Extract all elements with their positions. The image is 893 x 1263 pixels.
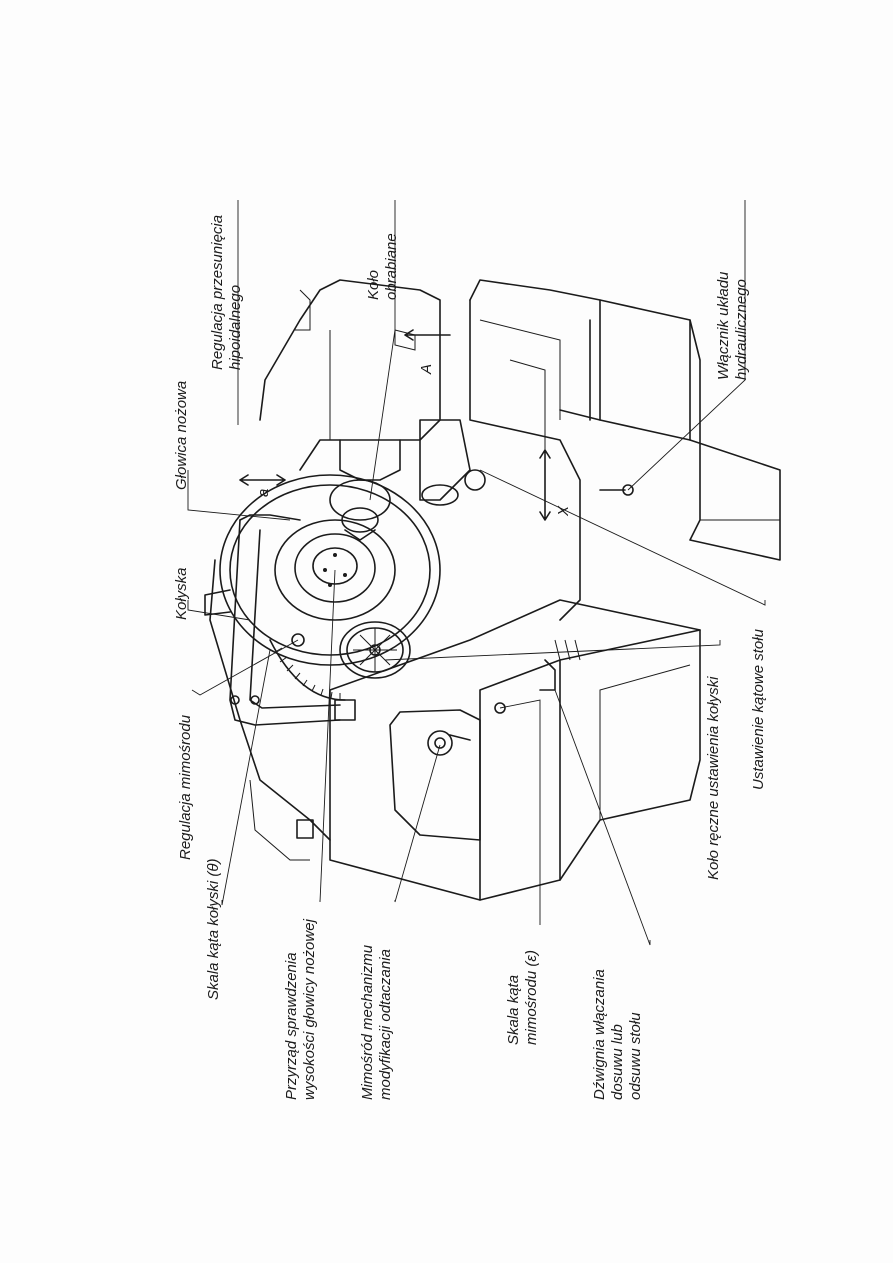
machine-base [329, 599, 701, 901]
base-top-edge [559, 629, 701, 661]
eccentric-dial [427, 730, 453, 756]
cutter-head-inner [294, 533, 376, 603]
label-line-3: odsuwu stołu [627, 1012, 644, 1100]
column-edge [589, 299, 601, 421]
pipe-fitting-1 [230, 695, 240, 705]
gear-cone [344, 529, 376, 541]
spindle-flange [329, 479, 391, 521]
label-line-2: dosuwu lub [609, 1024, 626, 1100]
label-line-1: Koło [365, 270, 382, 300]
label-mimosrod-mechanizmu: Mimośród mechanizmu modyfikacji odtaczan… [359, 944, 394, 1100]
base-side-panel [599, 664, 691, 820]
handwheel-spokes [353, 628, 397, 672]
bolt-2 [323, 568, 327, 572]
label-line-1: Dźwignia włączania [591, 969, 608, 1100]
label-skala-kata-kolyski: Skala kąta kołyski (θ) [205, 858, 222, 1000]
label-przyrzad: Przyrząd sprawdzenia wysokości głowicy n… [283, 918, 318, 1100]
label-line-1: Regulacja przesunięcia [209, 215, 226, 370]
eccentric-knob [291, 633, 305, 647]
workhead-housing [259, 279, 441, 471]
valve-block [334, 699, 356, 721]
cutter-head-outer [274, 519, 396, 621]
small-box [296, 819, 314, 839]
dial-center [434, 737, 446, 749]
label-line-2: hydraulicznego [733, 279, 750, 380]
feed-lever [539, 659, 556, 691]
cutter-head-hub [312, 547, 358, 585]
label-line-2: hipoidalnego [227, 285, 244, 370]
label-kolo-reczne: Koło ręczne ustawienia kołyski [705, 676, 722, 880]
label-line-2: modyfikacji odtaczania [377, 949, 394, 1100]
bolt-1 [333, 553, 337, 557]
bolt-4 [328, 583, 332, 587]
arm-knob [464, 469, 486, 491]
label-line-2: wysokości głowicy nożowej [301, 918, 318, 1100]
handwheel [339, 621, 411, 679]
marker-X: X [555, 505, 572, 517]
control-box [389, 709, 481, 841]
bolt-3 [343, 573, 347, 577]
label-regulacja-przesuniecia: Regulacja przesunięcia hipoidalnego [209, 215, 244, 370]
label-glowica-nozowa: Głowica nożowa [173, 381, 190, 490]
work-spindle [339, 439, 401, 481]
label-kolyska: Kołyska [173, 567, 190, 620]
lever-markings [554, 639, 581, 661]
label-wlacznik: Włącznik układu hydraulicznego [715, 271, 750, 380]
cradle-lug [204, 589, 231, 616]
label-line-1: Przyrząd sprawdzenia [283, 952, 300, 1100]
dial-lever [449, 734, 471, 741]
cradle-housing [209, 559, 331, 841]
pipe-1 [229, 519, 341, 726]
pipe-top [239, 514, 301, 521]
label-line-2: mimośrodu (ε) [523, 950, 540, 1045]
label-line-2: obrabiane [383, 233, 400, 300]
base-front-panel [479, 659, 561, 901]
cradle-foot [249, 779, 310, 861]
arm-end [421, 484, 459, 506]
arrow-X [539, 449, 551, 521]
cradle [219, 474, 441, 666]
slide-ways-inner [509, 359, 546, 470]
pipe-fitting-2 [250, 695, 260, 705]
label-skala-kata-mimosrodu: Skala kąta mimośrodu (ε) [505, 950, 540, 1045]
label-line-1: Skala kąta [505, 975, 522, 1045]
arm-cylinder [419, 419, 471, 501]
slide-ways [479, 319, 561, 420]
scale-ticks [274, 647, 341, 699]
label-dzwignia: Dźwignia włączania dosuwu lub odsuwu sto… [591, 969, 644, 1100]
table-slide [469, 299, 581, 621]
marker-a: a [255, 489, 272, 497]
machine-column [469, 279, 781, 561]
label-ustawienie-katowe: Ustawienie kątowe stołu [750, 628, 767, 790]
label-kolo-obrabiane: Koło obrabiane [365, 233, 400, 300]
arrow-A [404, 329, 451, 341]
lever-knob [494, 702, 506, 714]
machine-body [204, 279, 781, 901]
label-line-1: Włącznik układu [715, 271, 732, 380]
cradle-ring [229, 484, 431, 656]
label-regulacja-mimosrodu: Regulacja mimośrodu [177, 714, 194, 860]
switch-knob [622, 484, 634, 496]
arrow-a [239, 474, 286, 486]
leader-lines [187, 200, 766, 946]
housing-detail [295, 289, 311, 331]
label-line-1: Mimośród mechanizmu [359, 944, 376, 1100]
marker-A: A [418, 364, 435, 375]
